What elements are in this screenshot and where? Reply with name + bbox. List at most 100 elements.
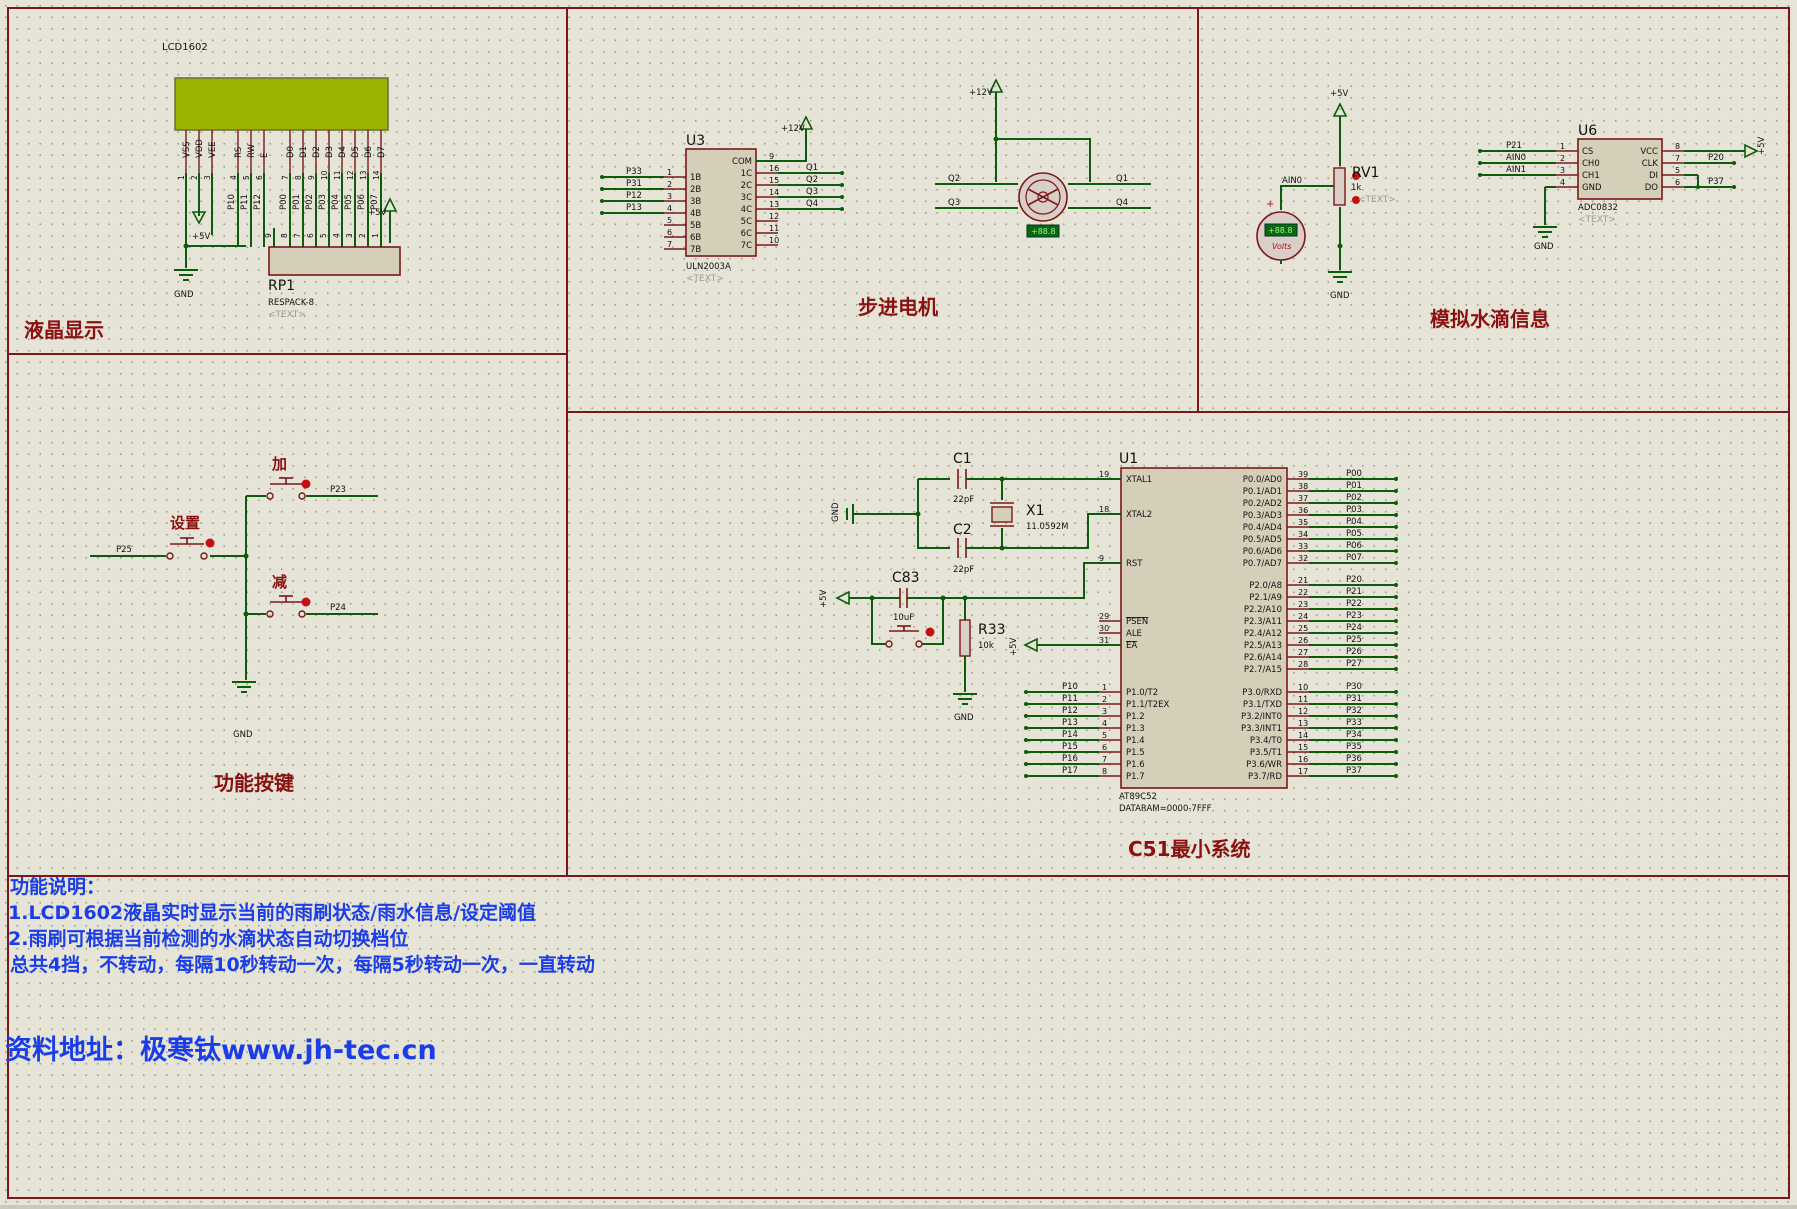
mcu-body [1120, 467, 1288, 789]
lcd-pin-number: 9 [307, 175, 316, 180]
uln-pin-number: 16 [769, 164, 779, 173]
adc-pins: CS1P21CH02AIN0CH13AIN1GND4VCC8CLK7DI5DO6… [1478, 141, 1745, 193]
mcu-pin-name: P1.1/T2EX [1126, 700, 1169, 710]
c83-value: 10uF [893, 613, 914, 623]
adc-output-net: P20 [1708, 153, 1724, 163]
mcu-pin-name: P2.3/A11 [1244, 617, 1282, 627]
lcd-pin-name: D2 [312, 146, 322, 158]
wire [922, 598, 944, 645]
mcu-port-net: P21 [1346, 587, 1362, 597]
keys-block[interactable]: P25 P23 P24 GND 设置 [90, 455, 378, 740]
mcu-pin-number: 31 [1099, 636, 1109, 645]
respack-pin-number: 8 [280, 233, 289, 238]
lcd-net-label: P02 [305, 194, 315, 210]
mcu-pin-name: P1.4 [1126, 736, 1145, 746]
pot-value: 1k [1351, 183, 1361, 193]
add-switch[interactable]: 加 [266, 455, 311, 500]
adc-gnd-label: GND [1534, 242, 1554, 252]
wire-end [1024, 690, 1028, 694]
uln-pin-name: 4C [741, 205, 752, 215]
mcu-pin-number: 39 [1298, 470, 1308, 479]
lcd-net-label: P00 [279, 194, 289, 210]
uln-value: ULN2003A [686, 262, 731, 272]
uln-pin-name: COM [732, 157, 752, 167]
key-net-p25: P25 [116, 545, 132, 555]
mcu-port-net: P31 [1346, 694, 1362, 704]
lcd-block[interactable]: LCD1602 VSS1VDD2VEE3RS4RW5E6D07D18D29D31… [162, 42, 401, 320]
c1-ref: C1 [953, 451, 972, 467]
lcd-net-label: P10 [227, 194, 237, 210]
wire-end [1732, 185, 1736, 189]
mcu-pin-name: P3.1/TXD [1243, 700, 1283, 710]
uln2003a-block[interactable]: U3 ULN2003A <TEXT> 1B12B23B34B45B56B67B7… [600, 115, 844, 284]
mcu-port-net: P14 [1062, 730, 1078, 740]
voltmeter-display [1264, 223, 1298, 237]
sub-switch[interactable]: 减 [266, 573, 311, 618]
section-title-rain: 模拟水滴信息 [1430, 307, 1550, 331]
mcu-pin-name: P3.0/RXD [1242, 688, 1282, 698]
mcu-pin-number: 27 [1298, 648, 1308, 657]
mcu-pin-number: 14 [1298, 731, 1308, 740]
respack-pin-number: 4 [332, 233, 341, 238]
motor-label-q1: Q1 [1116, 174, 1128, 184]
adc-pin-name: VCC [1640, 147, 1658, 157]
lcd-net-label: P01 [292, 194, 302, 210]
uln-pin-name: 7C [741, 241, 752, 251]
uln-pin-number: 9 [769, 152, 774, 161]
mcu-block[interactable]: U1 AT89C52 DATARAM=0000-7FFF XTAL119XTAL… [819, 451, 1398, 814]
lcd-pin-name: VEE [208, 141, 218, 158]
key-net-p24: P24 [330, 603, 346, 613]
pot-ref: RV1 [1352, 165, 1379, 181]
mcu-port-net: P20 [1346, 575, 1362, 585]
respack-value: RESPACK-8 [268, 298, 314, 308]
r33-value: 10k [978, 641, 994, 651]
uln-pin-number: 12 [769, 212, 779, 221]
uln-output-net: Q3 [806, 187, 818, 197]
uln-pin-number: 5 [667, 216, 672, 225]
lcd-pin-name: RS [234, 147, 244, 158]
rain-sensor-block[interactable]: +5V GND RV1 1k <TEXT> AIN0 +88.8 Volts + [1256, 89, 1396, 301]
uln-ref: U3 [686, 133, 705, 149]
mcu-pin-number: 1 [1102, 683, 1107, 692]
respack-pin-number: 1 [371, 233, 380, 238]
adc-pin-number: 2 [1560, 154, 1565, 163]
mcu-pin-number: 26 [1298, 636, 1308, 645]
mcu-port-net: P26 [1346, 647, 1362, 657]
wire [871, 598, 886, 645]
add-key-label: 加 [271, 455, 287, 473]
mcu-port-net: P33 [1346, 718, 1362, 728]
mcu-dataram: DATARAM=0000-7FFF [1119, 804, 1212, 814]
lcd-pins: VSS1VDD2VEE3RS4RW5E6D07D18D29D310D411D51… [177, 130, 387, 247]
wire-end [1394, 631, 1398, 635]
uln-pin-number: 6 [667, 228, 672, 237]
uln-output-net: Q2 [806, 175, 818, 185]
wire-end [1478, 173, 1482, 177]
rain-gnd-label: GND [1330, 291, 1350, 301]
wire-end [1394, 501, 1398, 505]
mcu-pin-number: 22 [1298, 588, 1308, 597]
wire-end [1394, 477, 1398, 481]
set-switch[interactable]: 设置 [166, 514, 215, 560]
uln-pin-number: 11 [769, 224, 779, 233]
lcd-pin-number: 6 [255, 175, 264, 180]
mcu-port-net: P03 [1346, 505, 1362, 515]
adc-pin-number: 3 [1560, 166, 1565, 175]
mcu-pin-number: 33 [1298, 542, 1308, 551]
mcu-port-net: P23 [1346, 611, 1362, 621]
uln-pin-number: 14 [769, 188, 779, 197]
stepper-motor-block[interactable]: +12V +88.8 Q2 Q1 Q3 Q4 [935, 78, 1151, 238]
mcu-pin-name: P1.3 [1126, 724, 1145, 734]
r33-gnd-label: GND [954, 713, 974, 723]
power-arrow [835, 590, 850, 606]
reset-power-label: +5V [819, 589, 829, 608]
mcu-pin-number: 11 [1298, 695, 1308, 704]
motor-label-q2: Q2 [948, 174, 960, 184]
respack-pin-number: 9 [264, 233, 273, 238]
wire-end [1394, 667, 1398, 671]
adc0832-block[interactable]: U6 ADC0832 <TEXT> CS1P21CH02AIN0CH13AIN1… [1478, 123, 1767, 252]
wire-end [1394, 762, 1398, 766]
mcu-pin-name: XTAL1 [1126, 475, 1152, 485]
mcu-pin-number: 34 [1298, 530, 1308, 539]
power-arrow [1023, 637, 1038, 653]
